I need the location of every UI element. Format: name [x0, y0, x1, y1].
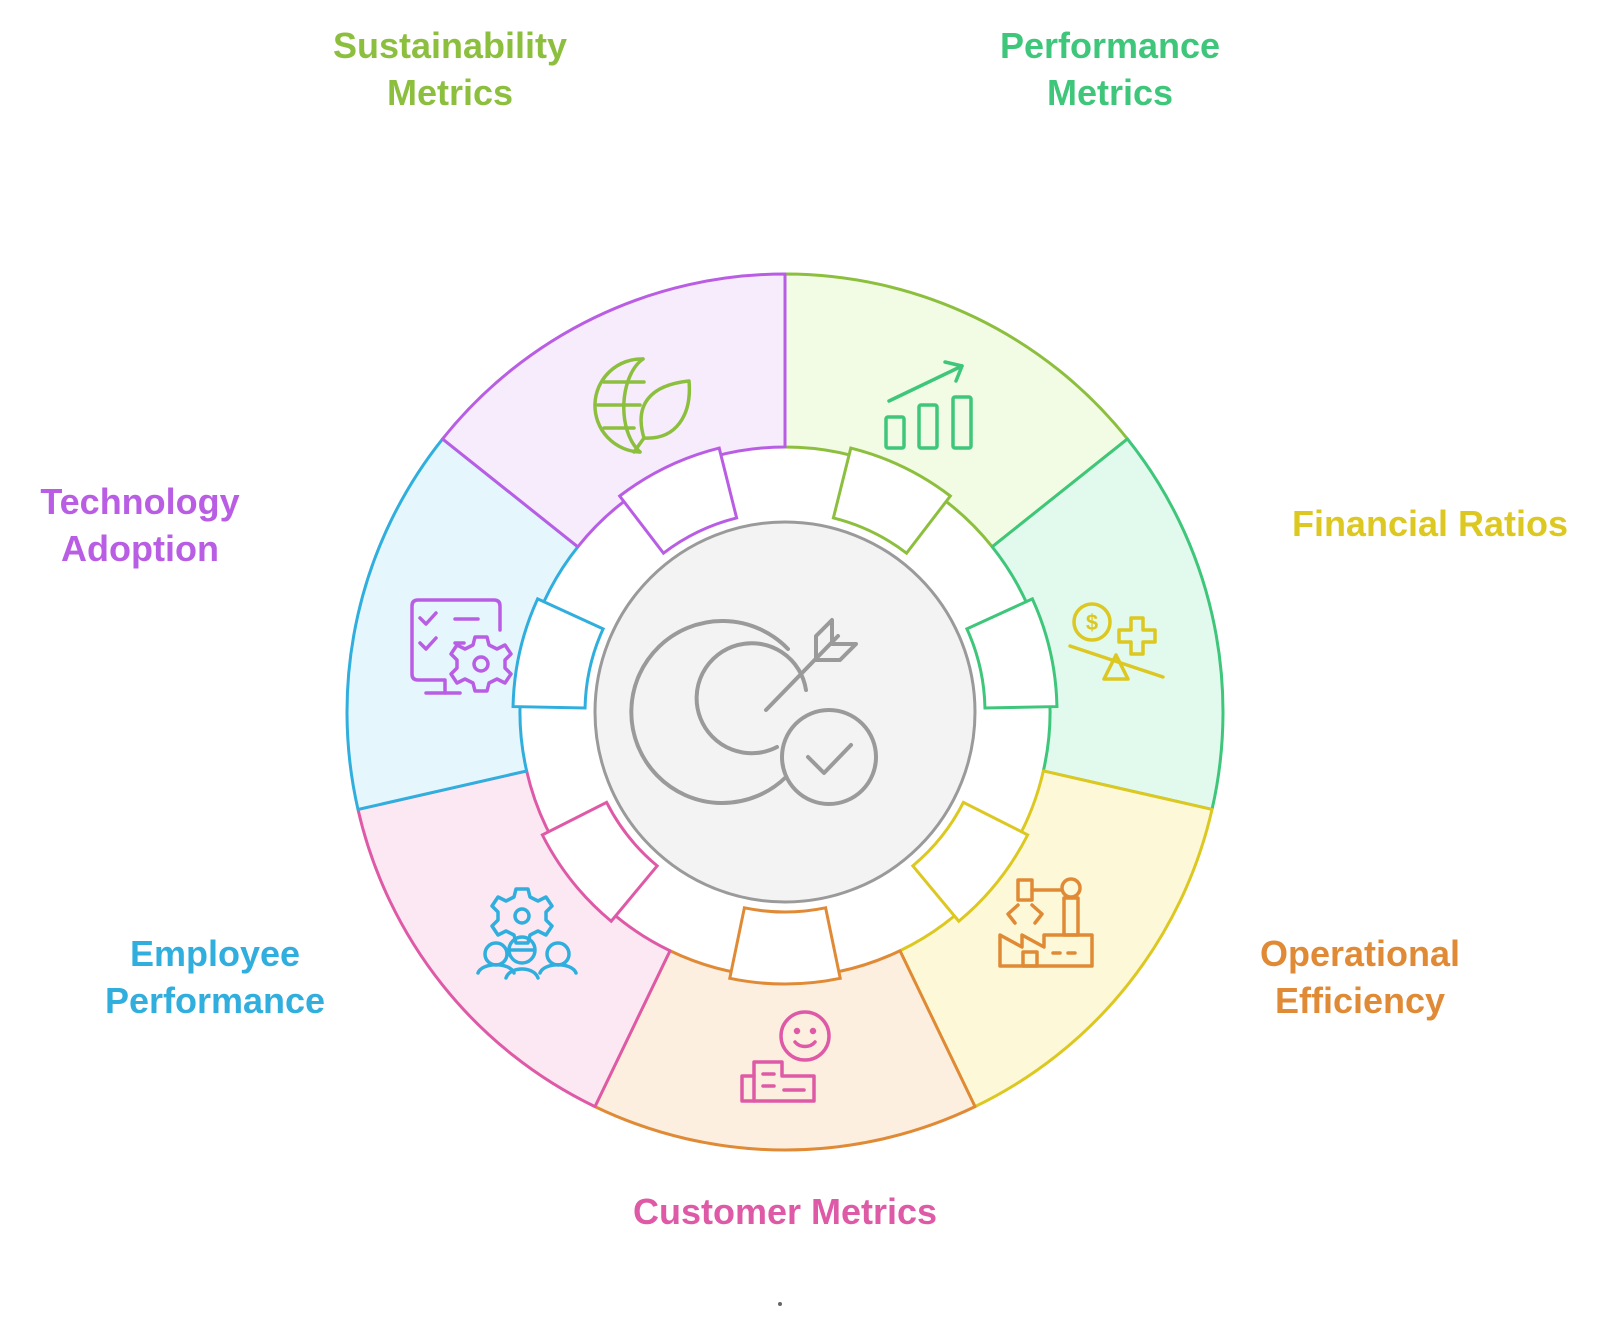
label-customer-metrics: Customer Metrics: [560, 1188, 1010, 1235]
team-gear-icon: [476, 887, 578, 980]
label-line: Performance: [999, 25, 1221, 66]
label-financial-ratios: Financial Ratios: [1270, 500, 1590, 547]
inner-tab-customer: [540, 800, 660, 924]
bar-chart-trend-icon: [884, 360, 973, 450]
label-operational-efficiency: Operational Efficiency: [1210, 930, 1510, 1024]
label-line: Employee: [129, 933, 301, 974]
balance-scale-dollar-icon: $: [1068, 602, 1165, 681]
inner-tab-performance: [964, 596, 1059, 710]
label-line: Adoption: [61, 528, 219, 569]
svg-text:$: $: [1086, 610, 1098, 635]
inner-white-ring: [511, 446, 1059, 986]
inner-tab-technology: [617, 446, 739, 556]
label-sustainability-metrics: Sustainability Metrics: [280, 22, 620, 116]
label-technology-adoption: Technology Adoption: [0, 478, 300, 572]
label-line: Performance: [104, 980, 326, 1021]
label-line: Technology: [40, 481, 240, 522]
label-line: Customer Metrics: [632, 1191, 938, 1232]
footer-dot: [778, 1302, 782, 1306]
label-line: Financial Ratios: [1291, 503, 1569, 544]
inner-tab-financial: [910, 800, 1030, 924]
inner-tab-employee: [511, 596, 606, 710]
label-line: Metrics: [386, 72, 514, 113]
globe-leaf-icon: [593, 357, 692, 454]
monitor-checklist-gear-icon: [410, 598, 513, 695]
label-line: Efficiency: [1274, 980, 1446, 1021]
label-performance-metrics: Performance Metrics: [940, 22, 1280, 116]
inner-tab-sustainability: [831, 446, 953, 556]
label-employee-performance: Employee Performance: [60, 930, 370, 1024]
center-hub: [593, 520, 977, 904]
label-line: Metrics: [1046, 72, 1174, 113]
inner-tab-operational: [728, 906, 842, 986]
wheel-segments: [345, 272, 1225, 1152]
smiley-document-icon: [740, 1010, 831, 1103]
target-checkmark-icon: [629, 618, 878, 806]
label-line: Sustainability: [332, 25, 568, 66]
label-line: Operational: [1259, 933, 1461, 974]
factory-robot-arm-icon: [998, 877, 1094, 968]
